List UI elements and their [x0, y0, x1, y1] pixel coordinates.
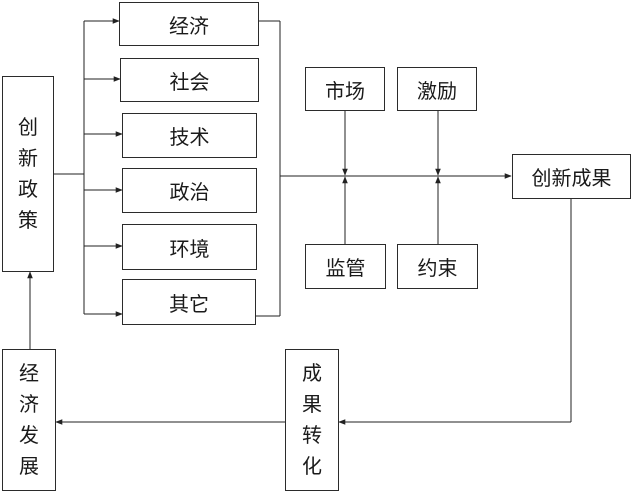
outcome-label: 创新成果 [531, 166, 612, 190]
factor-box-other: 其它 [122, 279, 256, 325]
factor-label: 政治 [169, 180, 210, 204]
market-label: 市场 [325, 78, 365, 103]
factor-label: 环境 [169, 236, 210, 261]
factor-label: 技术 [169, 125, 210, 149]
transformation-box: 成果转化 [285, 349, 339, 491]
regulation-label: 监管 [325, 256, 366, 280]
factor-label: 经济 [169, 13, 209, 38]
factor-box-economy: 经济 [119, 2, 259, 46]
factor-box-society: 社会 [120, 58, 259, 102]
outcome-box: 创新成果 [512, 154, 631, 199]
regulation-box: 监管 [305, 244, 386, 289]
policy-label: 创新政策 [18, 115, 38, 232]
economy-label: 经济发展 [19, 361, 39, 478]
economy-box: 经济发展 [2, 349, 56, 491]
incentive-label: 激励 [417, 78, 457, 103]
factor-label: 社会 [169, 69, 210, 94]
factor-box-environment: 环境 [122, 224, 257, 270]
constraint-box: 约束 [397, 244, 478, 289]
policy-box: 创新政策 [2, 76, 54, 272]
market-box: 市场 [305, 67, 385, 111]
factor-box-technology: 技术 [122, 113, 257, 158]
factor-label: 其它 [169, 291, 209, 316]
factor-box-politics: 政治 [122, 168, 257, 213]
incentive-box: 激励 [397, 67, 477, 111]
transformation-label: 成果转化 [302, 361, 322, 478]
constraint-label: 约束 [417, 256, 458, 280]
